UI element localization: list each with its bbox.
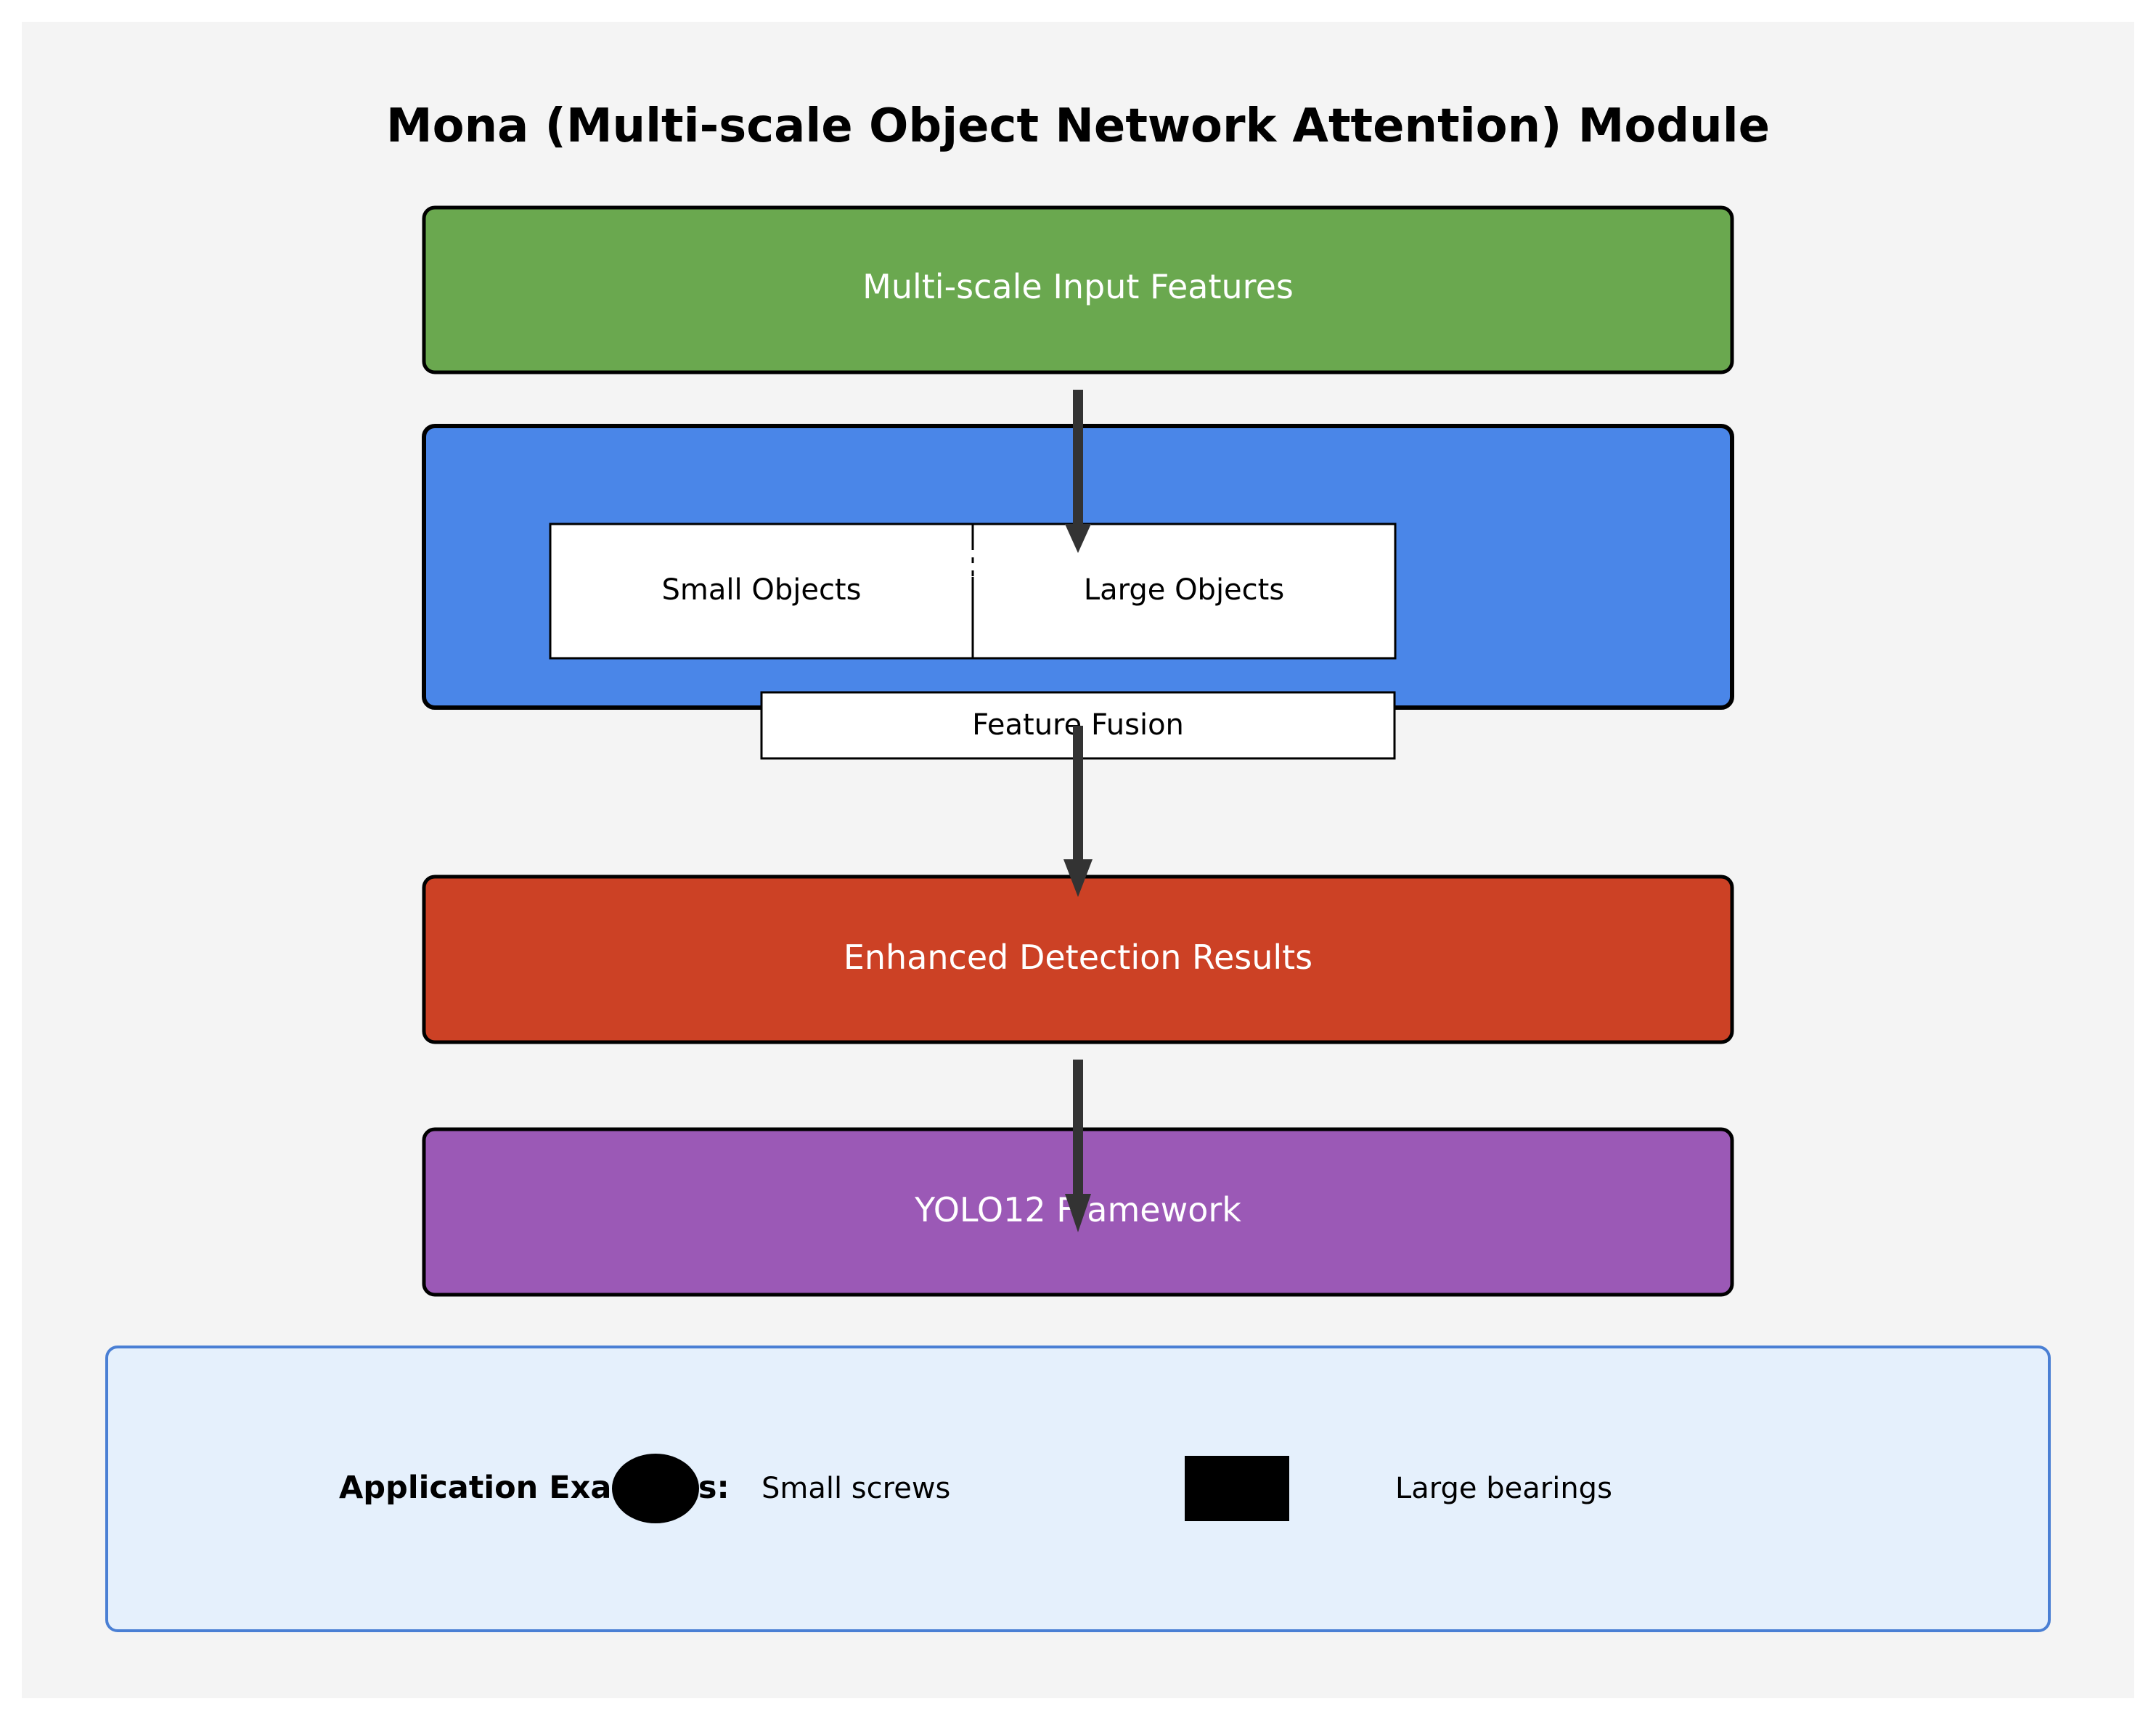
input-features-label: Multi-scale Input Features [862, 267, 1294, 306]
large-objects-node: Large Objects [971, 523, 1397, 660]
large-objects-label: Large Objects [1084, 573, 1284, 607]
large-objects-box [971, 523, 1397, 660]
flow-arrows [1063, 390, 1093, 1232]
large-example-label: Large bearings [1395, 1472, 1612, 1505]
square-icon [1185, 1456, 1289, 1521]
arrow-input-to-attention-head [1065, 524, 1091, 553]
input-features-box [422, 205, 1734, 374]
arrow-fusion-to-results-head [1063, 859, 1093, 897]
small-example-label: Small screws [761, 1472, 950, 1505]
input-features-node: Multi-scale Input Features [422, 205, 1734, 374]
circle-icon [612, 1454, 699, 1523]
detection-results-label: Enhanced Detection Results [844, 938, 1312, 977]
small-objects-label: Small Objects [662, 573, 862, 607]
diagram-title: Mona (Multi-scale Object Network Attenti… [386, 99, 1770, 153]
detection-results-node: Enhanced Detection Results [422, 875, 1734, 1044]
application-examples-panel: Application Examples: Small screws Large… [105, 1346, 2051, 1632]
application-panel-box [105, 1346, 2051, 1632]
arrow-results-to-framework-head [1065, 1194, 1091, 1232]
small-objects-node: Small Objects [549, 523, 974, 660]
